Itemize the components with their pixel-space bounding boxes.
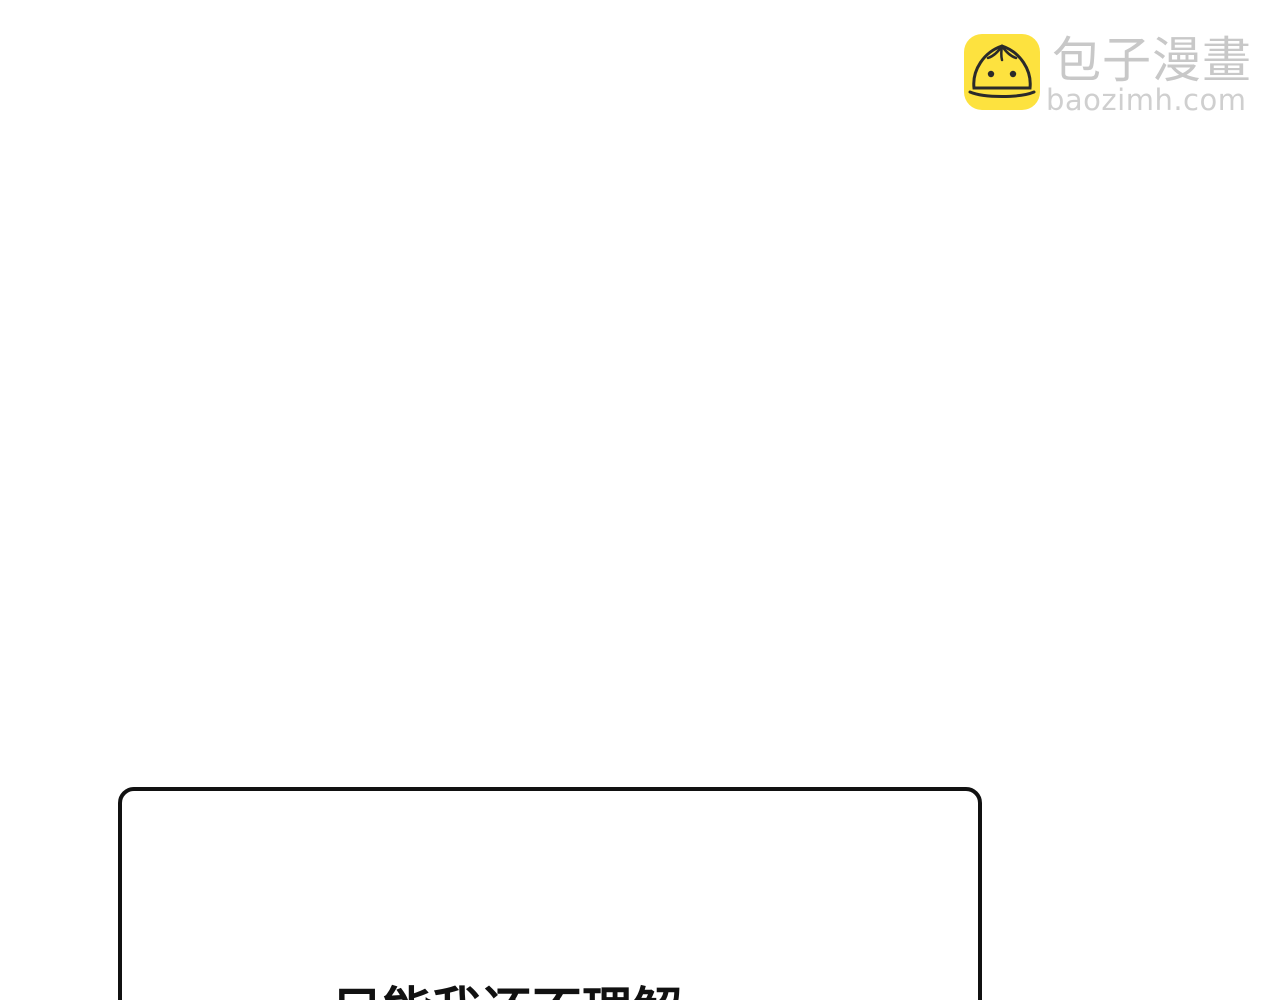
comic-panel: 只能我还不理解	[118, 787, 982, 1000]
panel-caption: 只能我还不理解	[332, 981, 682, 1000]
watermark: 包子漫畫 baozimh.com	[964, 32, 1264, 118]
baozi-bun-icon	[964, 34, 1040, 110]
watermark-url: baozimh.com	[1046, 83, 1247, 117]
watermark-title: 包子漫畫	[1052, 32, 1253, 89]
